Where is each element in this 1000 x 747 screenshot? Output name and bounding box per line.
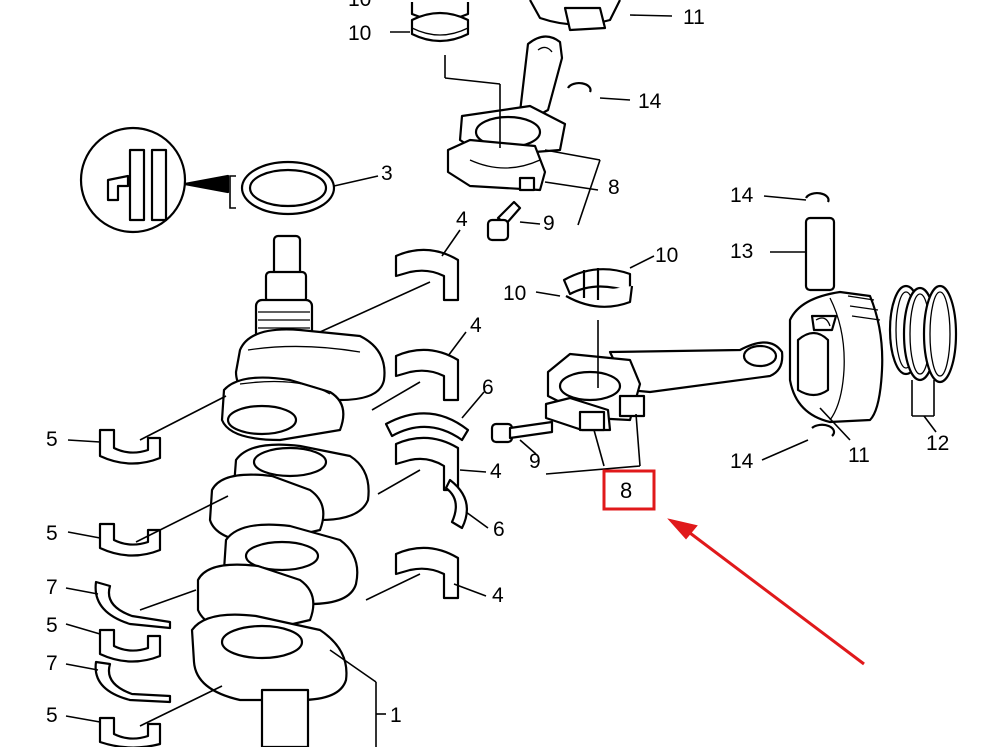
label-10-mid-left: 10 — [503, 282, 526, 305]
oil-seal-detail — [79, 126, 379, 234]
part-labels: 10 10 11 14 3 8 9 4 14 13 10 10 4 6 4 6 … — [46, 0, 949, 727]
red-arrow-head-icon — [667, 518, 698, 540]
label-3: 3 — [381, 162, 393, 185]
label-10-partial: 10 — [348, 0, 371, 11]
lower-main-bearings — [65, 395, 229, 747]
highlight-callout: 8 — [602, 469, 865, 666]
label-5-d: 5 — [46, 704, 58, 727]
crankshaft — [190, 234, 386, 747]
label-1: 1 — [390, 704, 402, 727]
label-14-top: 14 — [638, 90, 662, 113]
upper-main-bearings — [319, 229, 489, 601]
label-13: 13 — [730, 240, 753, 263]
label-12: 12 — [926, 432, 949, 455]
label-9-mid: 9 — [529, 450, 541, 473]
label-14-right-bottom: 14 — [730, 450, 754, 473]
label-7-a: 7 — [46, 576, 58, 599]
label-5-c: 5 — [46, 614, 58, 637]
label-11-right: 11 — [848, 444, 870, 467]
red-arrow-line — [685, 528, 865, 666]
label-4-c: 4 — [490, 460, 502, 483]
label-4-d: 4 — [492, 584, 504, 607]
top-rod-assembly — [390, 0, 673, 242]
highlight-box — [602, 469, 656, 511]
label-9-top: 9 — [543, 212, 555, 235]
label-10-mid-right: 10 — [655, 244, 678, 267]
label-6-lower: 6 — [493, 518, 505, 541]
label-11-top: 11 — [683, 6, 705, 29]
label-8-top: 8 — [608, 176, 620, 199]
label-14-right-top: 14 — [730, 184, 754, 207]
label-7-b: 7 — [46, 652, 58, 675]
piston-assembly — [761, 192, 958, 461]
middle-rod-assembly — [490, 255, 784, 475]
label-8-highlighted: 8 — [620, 478, 632, 503]
label-5-b: 5 — [46, 522, 58, 545]
label-4-a: 4 — [456, 208, 468, 231]
label-6-upper: 6 — [482, 376, 494, 399]
label-10-top: 10 — [348, 22, 371, 45]
label-5-a: 5 — [46, 428, 58, 451]
label-4-b: 4 — [470, 314, 482, 337]
